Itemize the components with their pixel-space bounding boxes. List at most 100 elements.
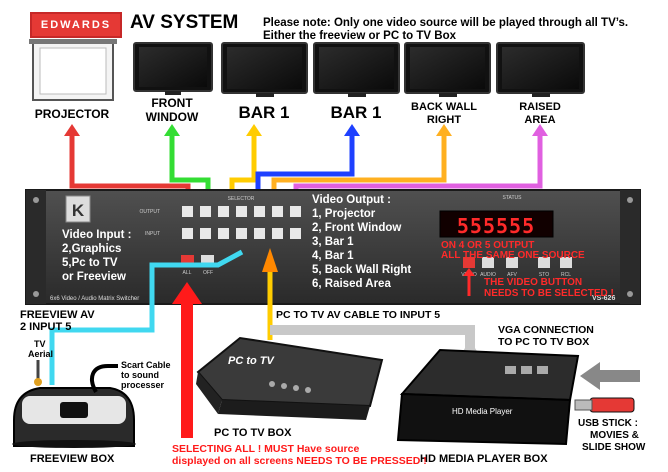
switcher-caption: 6x6 Video / Audio Matrix Switcher <box>50 296 139 302</box>
select-all-arrow-shaft <box>181 300 193 438</box>
label-projector: PROJECTOR <box>35 107 110 121</box>
input-5-arrow <box>262 248 278 272</box>
tv-raised-area <box>496 42 585 97</box>
selector-label: SELECTOR <box>228 196 255 202</box>
cable-output-4 <box>255 134 355 196</box>
vga-line-2: TO PC TO TV BOX <box>498 336 589 348</box>
output-button-5[interactable] <box>254 206 265 217</box>
all-button[interactable] <box>181 255 194 266</box>
page-title: AV SYSTEM <box>130 12 239 33</box>
output-button-6[interactable] <box>272 206 283 217</box>
label-bar-1-b: BAR 1 <box>330 103 381 122</box>
audio-button[interactable] <box>482 257 494 268</box>
video-output-item-4: 4, Bar 1 <box>312 250 354 262</box>
video-input-line-1: 2,Graphics <box>62 243 121 255</box>
scart-line-2: to sound <box>121 370 159 380</box>
arrowhead-5 <box>436 124 452 136</box>
projector-screen <box>29 39 117 101</box>
output-button-1[interactable] <box>182 206 193 217</box>
input-button-6[interactable] <box>272 228 283 239</box>
video-output-item-2: 2, Front Window <box>312 222 401 234</box>
input-button-1[interactable] <box>182 228 193 239</box>
output-button-row <box>182 206 301 217</box>
select-all-note-line-1: SELECTING ALL ! MUST Have source <box>172 443 359 455</box>
label-raised-line1: RAISED <box>519 101 561 113</box>
output-button-7[interactable] <box>290 206 301 217</box>
output-note-line-2: ALL THE SAME ONE SOURCE <box>441 250 585 261</box>
label-front-window-line2: WINDOW <box>146 110 199 124</box>
video-button-note-line-2: NEEDS TO BE SELECTED ! <box>484 288 614 299</box>
pc-cable-label: PC TO TV AV CABLE TO INPUT 5 <box>276 309 440 321</box>
output-button-2[interactable] <box>200 206 211 217</box>
input-button-3[interactable] <box>218 228 229 239</box>
video-button[interactable] <box>463 257 475 268</box>
input-button-row <box>182 228 301 239</box>
row-label-output: OUTPUT <box>139 209 160 215</box>
freeview-av-line-1: FREEVIEW AV <box>20 309 95 321</box>
arrowhead-4 <box>344 124 360 136</box>
cable-output-3 <box>229 134 257 196</box>
output-note-line-1: ON 4 OR 5 OUTPUT <box>441 240 534 251</box>
afv-button-label: AFV <box>507 272 517 278</box>
cable-output-5 <box>271 134 447 196</box>
audio-button-label: AUDIO <box>480 272 496 278</box>
usb-arrow <box>580 362 640 390</box>
arrowhead-2 <box>164 124 180 136</box>
status-label: STATUS <box>503 195 523 201</box>
arrowhead-3 <box>246 124 262 136</box>
rcl-button-label: RCL <box>561 272 571 278</box>
hd-media-player <box>396 348 580 446</box>
input-button-2[interactable] <box>200 228 211 239</box>
select-all-note-line-2: displayed on all screens NEEDS TO BE PRE… <box>172 455 427 467</box>
video-input-line-3: or Freeview <box>62 271 126 283</box>
row-label-input: INPUT <box>145 231 160 237</box>
media-player-label: HD MEDIA PLAYER BOX <box>420 453 548 465</box>
off-button[interactable] <box>201 255 214 266</box>
usb-line-1: USB STICK : <box>578 418 638 429</box>
freeview-box-label: FREEVIEW BOX <box>30 453 115 465</box>
source-note-line-2: Either the freeview or PC to TV Box <box>263 30 456 42</box>
switcher-logo: K <box>72 201 85 220</box>
video-output-item-1: 1, Projector <box>312 208 376 220</box>
rcl-button[interactable] <box>560 257 572 268</box>
freeview-box <box>12 387 136 448</box>
status-display <box>439 210 554 238</box>
vga-line-1: VGA CONNECTION <box>498 324 594 336</box>
label-front-window-line1: FRONT <box>151 96 193 110</box>
input-button-7[interactable] <box>290 228 301 239</box>
tv-aerial <box>34 360 42 386</box>
video-output-item-6: 6, Raised Area <box>312 278 391 290</box>
all-button-label: ALL <box>183 270 192 276</box>
arrowhead-1 <box>64 124 80 136</box>
tv-back-wall-right <box>404 42 491 97</box>
video-output-item-5: 5, Back Wall Right <box>312 264 411 276</box>
video-button-pointer-head <box>463 268 475 276</box>
tv-bar-1-a <box>221 42 308 97</box>
media-player-face: HD Media Player <box>452 407 513 416</box>
select-all-arrow-head <box>172 282 202 304</box>
source-note: Please note: Only one video source will … <box>263 17 663 43</box>
output-button-4[interactable] <box>236 206 247 217</box>
status-digits: 555555 <box>457 214 535 238</box>
afv-button[interactable] <box>506 257 518 268</box>
arrowhead-6 <box>532 124 548 136</box>
tv-aerial-line-1: TV <box>34 339 46 349</box>
video-output-item-3: 3, Bar 1 <box>312 236 354 248</box>
sto-button-label: STO <box>539 272 549 278</box>
video-output-title: Video Output : <box>312 194 391 206</box>
label-bar-1-a: BAR 1 <box>238 103 289 122</box>
off-button-label: OFF <box>203 270 213 276</box>
edwards-logo: EDWARDS <box>30 12 122 38</box>
output-button-3[interactable] <box>218 206 229 217</box>
scart-cable <box>90 364 118 393</box>
pc-box-face: PC to TV <box>228 355 275 367</box>
tv-aerial-line-2: Aerial <box>28 349 53 359</box>
source-note-line-1: Please note: Only one video source will … <box>263 17 629 29</box>
pc-to-tv-box <box>196 336 384 420</box>
input-button-5[interactable] <box>254 228 265 239</box>
sto-button[interactable] <box>538 257 550 268</box>
scart-line-3: processer <box>121 380 165 390</box>
switcher-model: VS-626 <box>592 295 615 302</box>
tv-front-window <box>133 42 213 95</box>
input-button-4[interactable] <box>236 228 247 239</box>
